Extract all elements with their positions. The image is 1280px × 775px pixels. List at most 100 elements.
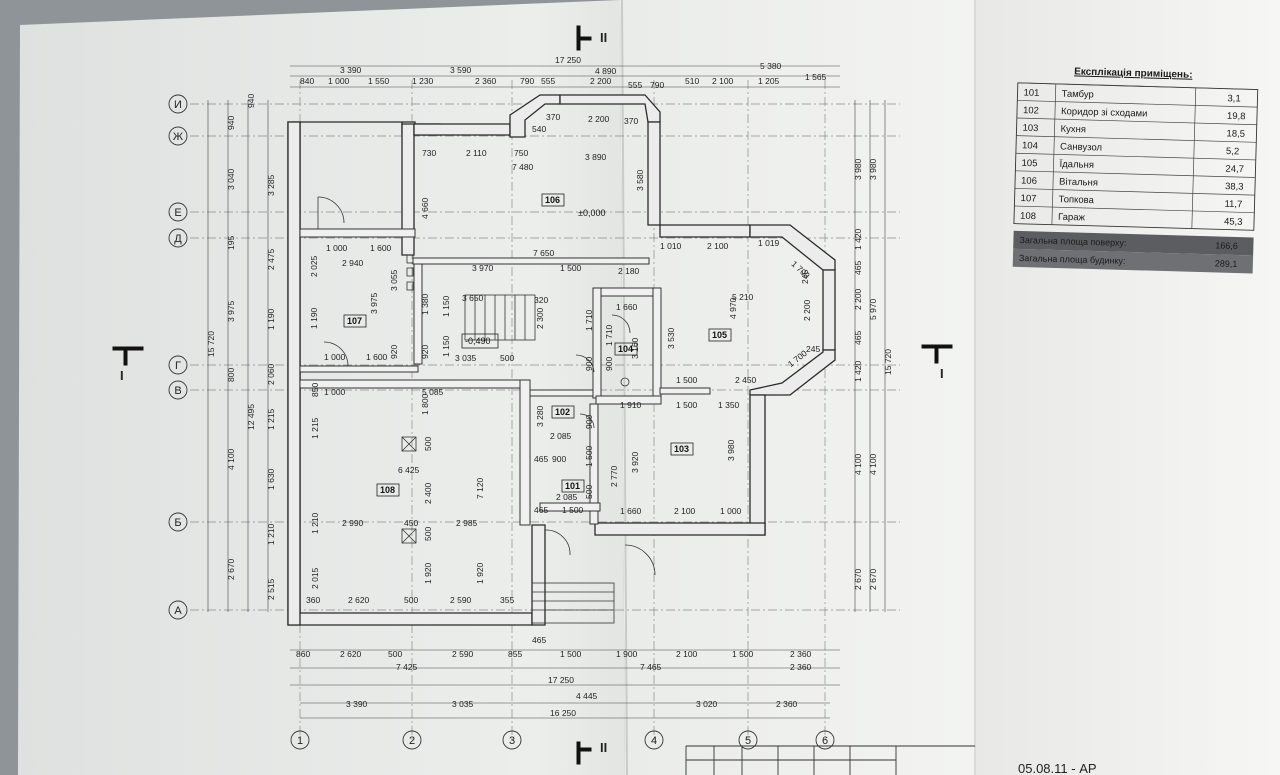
dim-in-2940: 2 940 — [342, 258, 364, 268]
cut-mark-left: I — [120, 368, 124, 383]
dim-in-370a: 370 — [546, 112, 560, 122]
dim-right-3: 465 — [853, 261, 863, 275]
axis-letter-label: Д — [174, 233, 182, 245]
dim-left-total-a: 15 720 — [206, 331, 216, 357]
dim-in-2110: 2 110 — [466, 148, 487, 158]
dim-right-4: 2 200 — [853, 288, 863, 310]
dim-in-2100a: 2 100 — [707, 241, 729, 251]
legend-title: Експлікація приміщень: — [1074, 66, 1193, 80]
room-tag-107: 107 — [347, 316, 362, 326]
dim-bot-r2-0: 7 425 — [396, 662, 418, 672]
dim-top-r1-0: 3 390 — [340, 65, 362, 75]
axis-bubble-number: 2 — [402, 730, 422, 750]
dim-in-3280: 3 280 — [535, 405, 545, 427]
dim-in-2085a: 2 085 — [550, 431, 572, 441]
dim-in-370b: 370 — [624, 116, 638, 126]
dim-bot-r1-2: 500 — [388, 649, 402, 659]
dim-in-6425: 6 425 — [398, 465, 420, 475]
dim-in-465a: 465 — [534, 454, 548, 464]
dim-in-3970: 3 970 — [472, 263, 494, 273]
axis-letter-label: Г — [175, 360, 181, 372]
dim-right-5: 5 970 — [868, 298, 878, 320]
axis-bubble-letter: Д — [168, 228, 188, 248]
dim-left-r1-4: 3 975 — [226, 300, 236, 322]
fold-line — [621, 0, 628, 775]
dim-in-1215: 1 215 — [310, 417, 320, 439]
dim-in-900c: 900 — [552, 454, 566, 464]
dim-in-1019: 1 019 — [758, 238, 780, 248]
interior-walls — [299, 228, 711, 526]
dim-top-r2-8: 555 — [628, 80, 642, 90]
legend-room-area: 24,7 — [1225, 164, 1244, 176]
dim-in-2590: 2 590 — [450, 595, 472, 605]
axis-bubble-number: 3 — [502, 730, 522, 750]
dim-left-r1-3: 195 — [226, 236, 236, 250]
axis-bubble-letter: И — [168, 94, 188, 114]
door-swings — [317, 196, 656, 576]
dim-in-465b: 465 — [534, 505, 548, 515]
dim-in-2025: 2 025 — [309, 255, 319, 277]
dim-in-245a: 245 — [800, 270, 810, 284]
axis-number-label: 5 — [745, 735, 751, 747]
room-tag-101: 101 — [565, 481, 580, 491]
dim-right-11: 2 670 — [868, 568, 878, 590]
dim-top-r2-1: 1 000 — [328, 76, 350, 86]
dim-in-1000d: 1 000 — [720, 506, 742, 516]
section-mark-top: II — [600, 30, 607, 45]
axis-letter-label: В — [174, 385, 181, 397]
title-block — [685, 745, 975, 775]
dim-right-6: 465 — [853, 331, 863, 345]
room-tag-106: 106 — [545, 195, 560, 205]
axis-bubble-number: 4 — [644, 730, 664, 750]
dim-top-r2-6: 555 — [541, 76, 555, 86]
dim-in-900b: 900 — [604, 357, 614, 371]
dim-in-500a: 500 — [500, 353, 514, 363]
dim-bot-r2-1: 7 465 — [640, 662, 662, 672]
dim-top-r2-10: 510 — [685, 76, 699, 86]
legend-room-name: Топкова — [1058, 194, 1094, 206]
dim-in-1500b: 1 500 — [676, 375, 698, 385]
dim-in-1000a: 1 000 — [326, 243, 348, 253]
axis-letter-label: Б — [174, 517, 181, 529]
dim-in-3580: 3 580 — [635, 169, 645, 191]
dim-in-355: 355 — [500, 595, 514, 605]
dim-in-2085b: 2 085 — [556, 492, 578, 502]
dim-bot-r1-7: 1 900 — [616, 649, 638, 659]
dim-bot-r4-0: 3 390 — [346, 699, 368, 709]
dim-in-5085: 5 085 — [422, 387, 444, 397]
dim-in-5210: 5 210 — [732, 292, 754, 302]
dim-in-900a: 900 — [584, 357, 594, 371]
axis-letter-label: А — [174, 605, 182, 617]
legend-room-area: 38,3 — [1225, 181, 1244, 193]
dim-left-r1-6: 4 100 — [226, 448, 236, 470]
cut-mark-right: I — [940, 366, 944, 381]
dim-left-r1-1: 940 — [246, 94, 256, 108]
legend-room-id: 104 — [1022, 140, 1038, 151]
dim-in-3055: 3 055 — [389, 269, 399, 291]
dim-in-1600b: 1 600 — [366, 352, 388, 362]
dim-in-3920: 3 920 — [630, 451, 640, 473]
dim-top-r2-5: 790 — [520, 76, 534, 86]
dim-left-r1-0: 940 — [226, 116, 236, 130]
dim-top-r2-2: 1 550 — [368, 76, 390, 86]
dim-in-3160: 3 160 — [630, 337, 640, 359]
dim-in-1710a: 1 710 — [584, 309, 594, 331]
legend-room-area: 45,3 — [1224, 216, 1243, 228]
dim-right-12: 15 720 — [883, 349, 893, 375]
dim-top-r1-1: 3 590 — [450, 65, 472, 75]
floor-area-label: Загальна площа поверху: — [1019, 235, 1126, 248]
legend-room-name: Їдальня — [1059, 159, 1094, 171]
dim-in-1920b: 1 920 — [475, 562, 485, 584]
legend-room-id: 107 — [1020, 193, 1036, 204]
dim-left-r2-1: 2 475 — [266, 248, 276, 270]
dim-in-1380: 1 380 — [420, 293, 430, 315]
dim-in-1190: 1 190 — [309, 307, 319, 329]
dim-bot-r3: 17 250 — [548, 675, 574, 685]
